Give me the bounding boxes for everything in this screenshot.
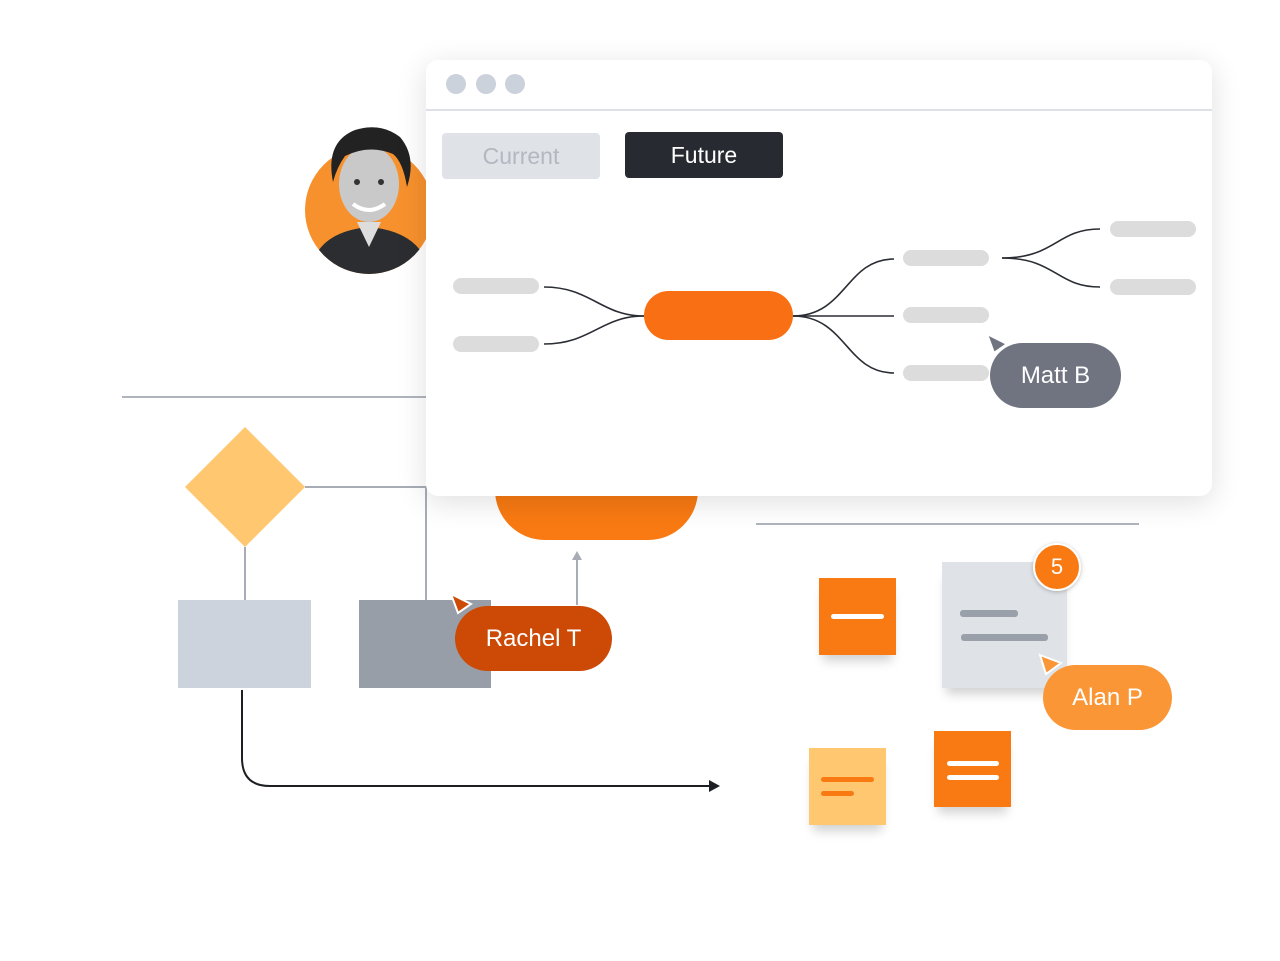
sticky-note[interactable]: [934, 731, 1011, 807]
arrowhead: [709, 780, 720, 792]
cursor-icon: [1038, 653, 1064, 676]
collaborator-tag-matt: Matt B: [990, 343, 1121, 408]
tab-future[interactable]: Future: [625, 132, 783, 178]
window-maximize-dot[interactable]: [505, 74, 525, 94]
connector: [305, 486, 427, 600]
mind-map-node[interactable]: [903, 365, 989, 381]
mind-map-node[interactable]: [903, 250, 989, 266]
title-bar: [426, 60, 1212, 111]
window-minimize-dot[interactable]: [476, 74, 496, 94]
mind-map-node[interactable]: [1110, 279, 1196, 295]
cursor-icon: [985, 332, 1009, 355]
tab-current[interactable]: Current: [442, 133, 600, 179]
mind-map-node[interactable]: [1110, 221, 1196, 237]
sticky-note[interactable]: [809, 748, 886, 825]
central-topic-node[interactable]: [644, 291, 793, 340]
comment-count-badge[interactable]: 5: [1033, 543, 1081, 591]
avatar: [305, 127, 433, 274]
flow-arrow: [241, 690, 710, 787]
collaborator-tag-rachel: Rachel T: [455, 606, 612, 671]
collaborator-tag-alan: Alan P: [1043, 665, 1172, 730]
decision-diamond[interactable]: [185, 427, 305, 547]
process-box[interactable]: [178, 600, 311, 688]
cursor-icon: [449, 592, 473, 615]
sticky-note[interactable]: [819, 578, 896, 655]
mind-map: [543, 228, 1101, 374]
window-close-dot[interactable]: [446, 74, 466, 94]
arrowhead: [572, 551, 582, 560]
mind-map-node[interactable]: [453, 336, 539, 352]
mind-map-node[interactable]: [453, 278, 539, 294]
mind-map-node[interactable]: [903, 307, 989, 323]
app-window: Current Future: [426, 60, 1212, 496]
